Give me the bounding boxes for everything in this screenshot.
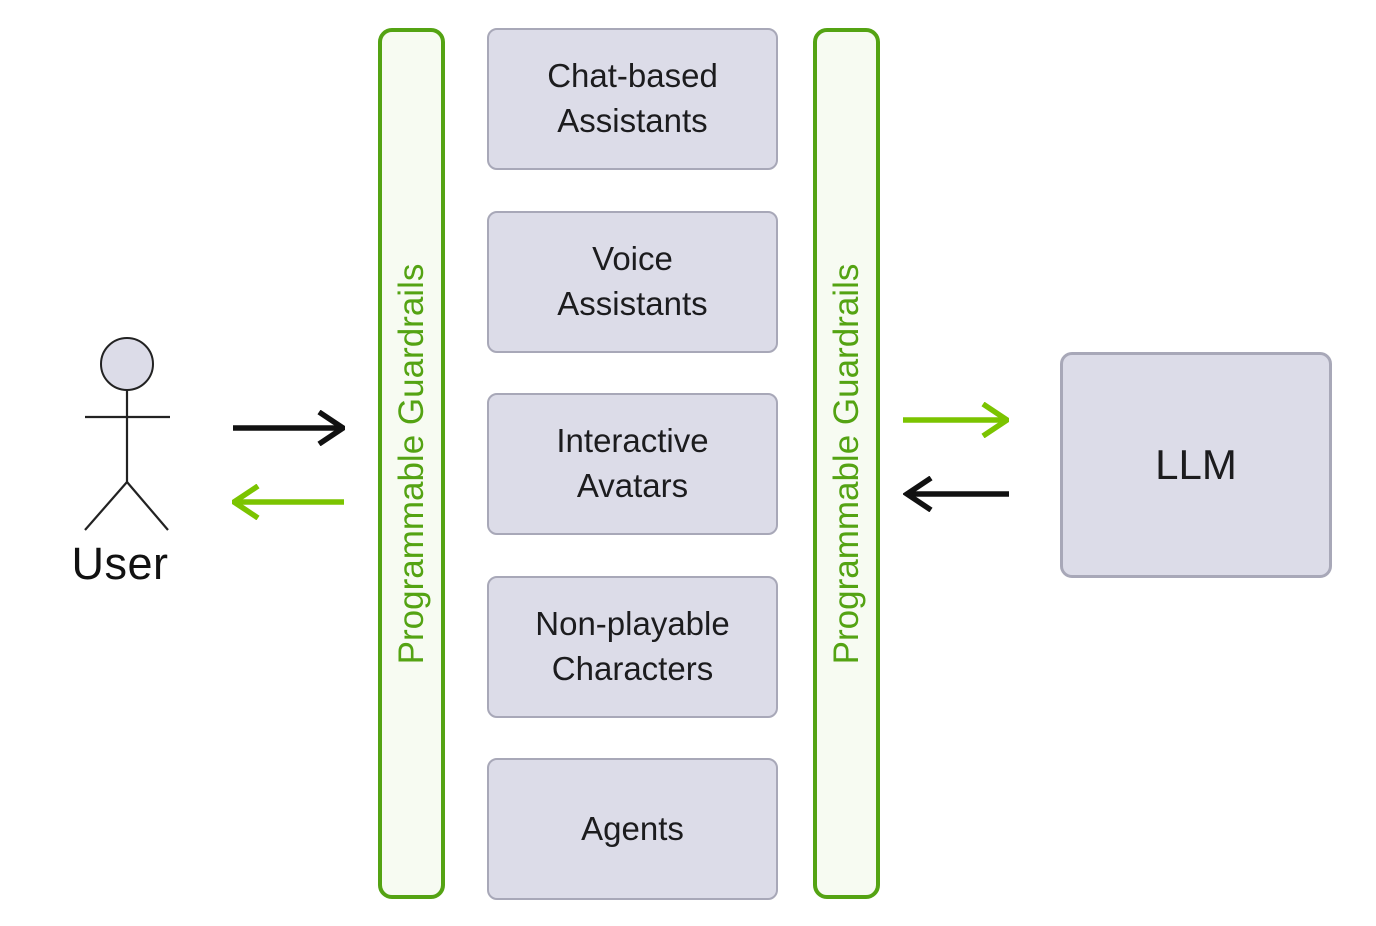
guardrails-bar-left: Programmable Guardrails: [378, 28, 445, 899]
app-node-non-playable-characters: Non-playable Characters: [487, 575, 778, 718]
app-node-chat-based-assistants: Chat-based Assistants: [487, 28, 778, 170]
app-node-label: Voice Assistants: [557, 239, 708, 322]
app-node-voice-assistants: Voice Assistants: [487, 210, 778, 353]
arrow-guardrails-to-llm-icon: [903, 402, 1009, 438]
app-node-label: Non-playable Characters: [535, 604, 730, 687]
app-node-label: Agents: [581, 809, 684, 847]
app-node-label: Interactive Avatars: [556, 422, 709, 504]
user-label: User: [71, 538, 169, 589]
app-node-agents: Agents: [487, 758, 778, 900]
guardrails-bar-right: Programmable Guardrails: [813, 28, 880, 899]
guardrails-right-label: Programmable Guardrails: [826, 263, 866, 664]
arrow-guardrails-to-user-icon: [232, 484, 344, 520]
guardrails-left-label: Programmable Guardrails: [391, 263, 431, 664]
app-node-label: Chat-based Assistants: [547, 57, 718, 139]
app-node-interactive-avatars: Interactive Avatars: [487, 393, 778, 535]
llm-label: LLM: [1155, 441, 1237, 489]
arrow-llm-to-guardrails-icon: [903, 476, 1009, 512]
llm-node: LLM: [1060, 352, 1332, 578]
user-icon: [84, 337, 170, 531]
arrow-user-to-guardrails-icon: [233, 410, 345, 446]
app-nodes-column: Chat-based Assistants Voice Assistants I…: [487, 28, 778, 900]
